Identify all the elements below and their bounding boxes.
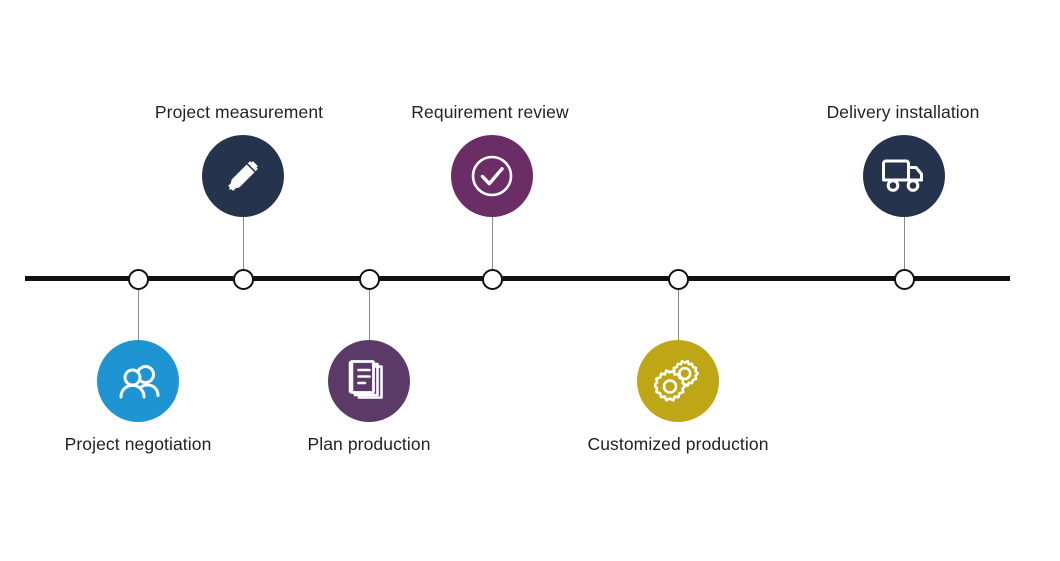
gears-icon (654, 358, 702, 404)
step-caption-6: Delivery installation (826, 102, 980, 122)
icon-disc-step-5[interactable] (637, 340, 719, 422)
connector-step-3 (369, 281, 370, 341)
timeline-node-5[interactable] (667, 268, 689, 290)
timeline-node-6[interactable] (893, 268, 915, 290)
connector-step-6 (904, 217, 905, 277)
timeline-node-4[interactable] (481, 268, 503, 290)
step-caption-1: Project negotiation (64, 434, 212, 454)
icon-disc-step-4[interactable] (451, 135, 533, 217)
step-caption-2: Project measurement (154, 102, 324, 122)
timeline-axis (25, 276, 1010, 281)
timeline-node-2[interactable] (232, 268, 254, 290)
icon-disc-step-1[interactable] (97, 340, 179, 422)
pencil-ruler-icon (221, 154, 265, 198)
delivery-truck-icon (880, 156, 928, 196)
connector-step-5 (678, 281, 679, 341)
users-group-icon (115, 361, 161, 401)
check-circle-icon (469, 153, 515, 199)
connector-step-1 (138, 281, 139, 341)
connector-step-2 (243, 217, 244, 277)
icon-disc-step-6[interactable] (863, 135, 945, 217)
icon-disc-step-2[interactable] (202, 135, 284, 217)
step-caption-5: Customized production (587, 434, 769, 454)
step-caption-3: Plan production (307, 434, 431, 454)
step-caption-4: Requirement review (411, 102, 569, 122)
connector-step-4 (492, 217, 493, 277)
timeline-node-1[interactable] (127, 268, 149, 290)
documents-stack-icon (348, 359, 390, 403)
icon-disc-step-3[interactable] (328, 340, 410, 422)
timeline-node-3[interactable] (358, 268, 380, 290)
